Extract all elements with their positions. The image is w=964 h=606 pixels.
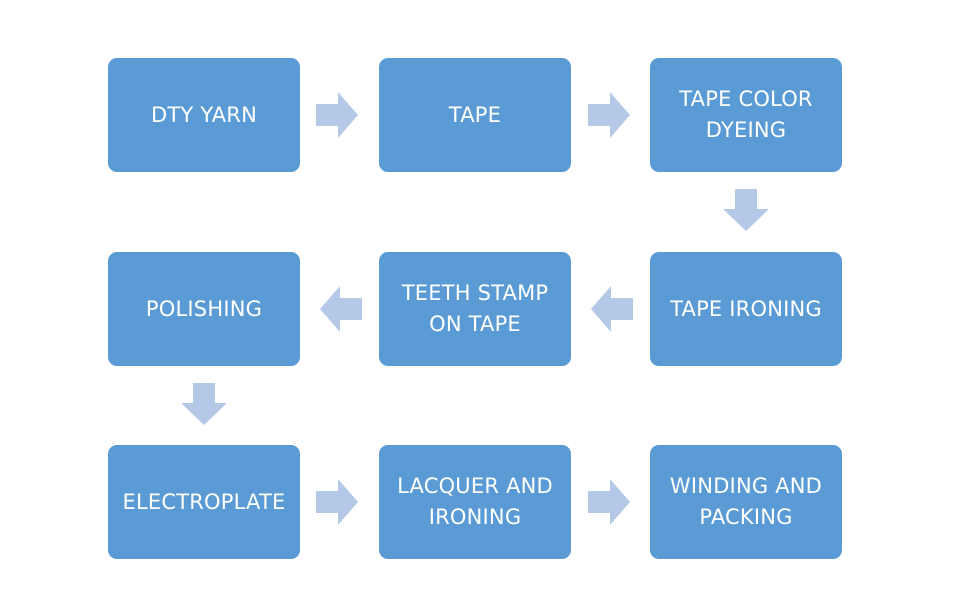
step-label: LACQUER AND IRONING [397,474,553,529]
step-label: TAPE [448,102,502,127]
step-label: DTY YARN [151,102,257,127]
arrow-right-icon [588,479,630,525]
arrow-down-icon [181,383,227,425]
arrow-right-icon [316,92,358,138]
step-label: ELECTROPLATE [122,489,286,514]
step-teeth-stamp-on-tape: TEETH STAMP ON TAPE [379,252,571,366]
arrow-down-icon [723,189,769,231]
step-label: TAPE IRONING [670,296,822,321]
step-dty-yarn: DTY YARN [108,58,300,172]
step-tape: TAPE [379,58,571,172]
step-tape-color-dyeing: TAPE COLOR DYEING [650,58,842,172]
step-winding-and-packing: WINDING AND PACKING [650,445,842,559]
arrow-right-icon [316,479,358,525]
step-polishing: POLISHING [108,252,300,366]
step-electroplate: ELECTROPLATE [108,445,300,559]
arrow-right-icon [588,92,630,138]
arrow-left-icon [591,286,633,332]
step-lacquer-and-ironing: LACQUER AND IRONING [379,445,571,559]
step-label: TEETH STAMP ON TAPE [401,281,549,336]
step-label: WINDING AND PACKING [669,474,823,529]
step-label: TAPE COLOR DYEING [679,87,813,142]
arrow-left-icon [320,286,362,332]
step-label: POLISHING [145,296,263,321]
step-tape-ironing: TAPE IRONING [650,252,842,366]
